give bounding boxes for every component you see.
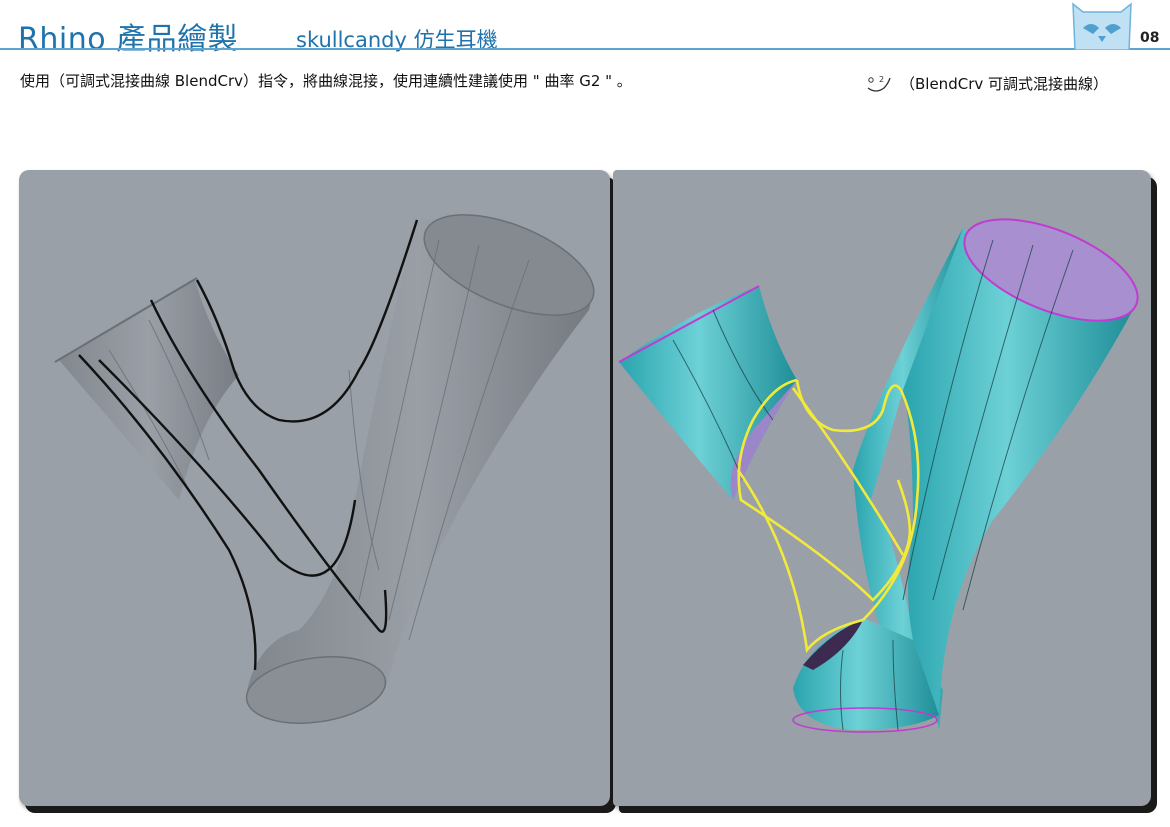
page-number: 08 bbox=[1140, 30, 1160, 46]
viewport-rendered[interactable] bbox=[613, 170, 1151, 806]
cyan-model-render bbox=[618, 218, 1139, 733]
header-divider bbox=[0, 48, 1170, 50]
svg-text:2: 2 bbox=[879, 75, 884, 84]
command-reference-label: （BlendCrv 可調式混接曲線） bbox=[900, 75, 1109, 93]
command-reference: 2 （BlendCrv 可調式混接曲線） bbox=[866, 73, 1108, 94]
gray-model-render bbox=[54, 214, 595, 724]
instruction-text: 使用（可調式混接曲線 BlendCrv）指令，將曲線混接，使用連續性建議使用 "… bbox=[20, 72, 632, 90]
blend-curve-icon: 2 bbox=[867, 75, 891, 92]
page-title: Rhino 產品繪製 bbox=[18, 22, 239, 57]
viewport-shaded[interactable] bbox=[19, 170, 610, 806]
owl-mascot-icon bbox=[1072, 2, 1132, 50]
